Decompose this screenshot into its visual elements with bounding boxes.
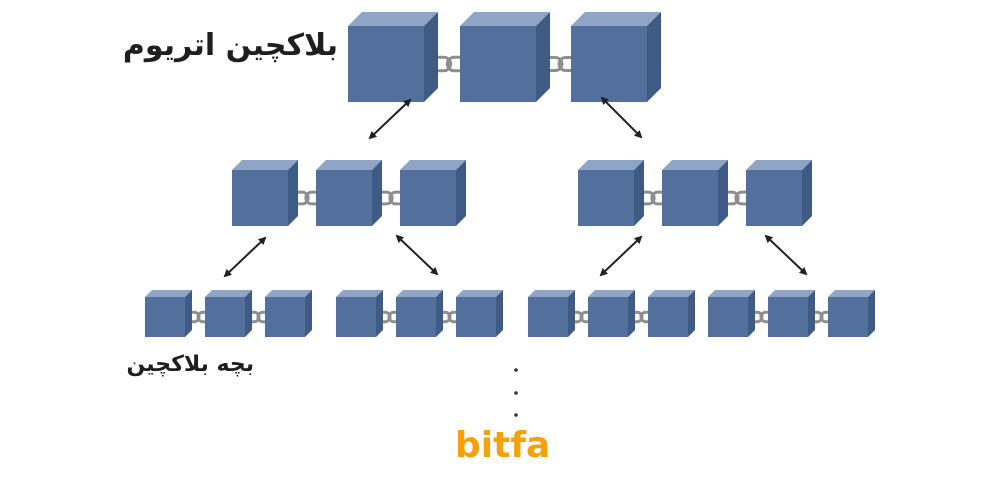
child-blockchain-label: بچه بلاکچین xyxy=(126,352,254,377)
root-block-2 xyxy=(460,12,550,102)
grandchild-chain-1-block-1 xyxy=(145,290,192,337)
child-chain-right-block-2 xyxy=(662,160,728,226)
continuation-dot-2 xyxy=(514,391,518,395)
grandchild-chain-4-block-3 xyxy=(828,290,875,337)
grandchild-chain-4-block-2 xyxy=(768,290,815,337)
arrow-root-to-left xyxy=(368,98,412,140)
continuation-dot-3 xyxy=(514,413,518,417)
grandchild-chain-1-block-2 xyxy=(205,290,252,337)
child-chain-left-block-1 xyxy=(232,160,298,226)
arrow-right-to-gc3 xyxy=(599,235,643,277)
main-title: بلاکچین اتریوم xyxy=(122,28,338,63)
grandchild-chain-3-block-1 xyxy=(528,290,575,337)
child-chain-right-block-1 xyxy=(578,160,644,226)
grandchild-chain-2-block-3 xyxy=(456,290,503,337)
grandchild-chain-2-block-2 xyxy=(396,290,443,337)
arrow-left-to-gc2 xyxy=(395,234,439,276)
grandchild-chain-3-block-3 xyxy=(648,290,695,337)
child-chain-left-block-2 xyxy=(316,160,382,226)
root-block-3 xyxy=(571,12,661,102)
child-chain-left-block-3 xyxy=(400,160,466,226)
child-chain-right-block-3 xyxy=(746,160,812,226)
arrow-right-to-gc4 xyxy=(764,234,808,276)
bitfa-logo: bitfa xyxy=(455,425,551,466)
grandchild-chain-1-block-3 xyxy=(265,290,312,337)
grandchild-chain-2-block-1 xyxy=(336,290,383,337)
arrow-left-to-gc1 xyxy=(223,236,267,278)
grandchild-chain-3-block-2 xyxy=(588,290,635,337)
continuation-dot-1 xyxy=(514,368,518,372)
grandchild-chain-4-block-1 xyxy=(708,290,755,337)
root-block-1 xyxy=(348,12,438,102)
arrow-root-to-right xyxy=(600,96,643,139)
